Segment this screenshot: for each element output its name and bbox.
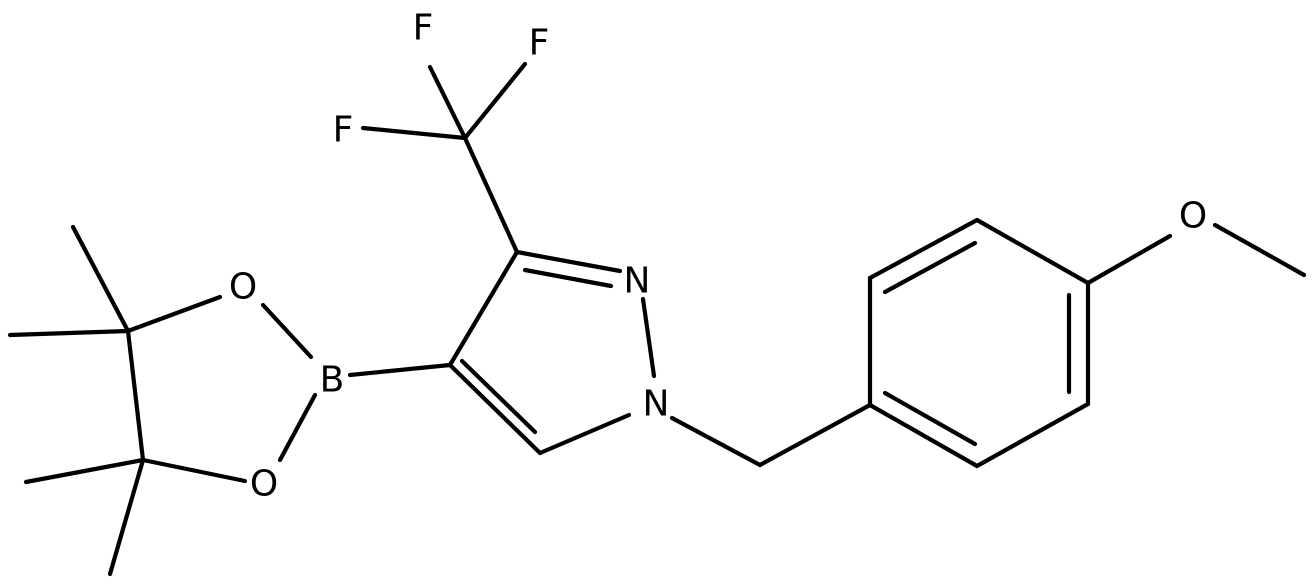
bond-benzene-2-inner <box>882 240 978 295</box>
bond-c3-n2 <box>514 249 623 274</box>
bond-benzene-3 <box>974 217 1091 286</box>
bond-o-methyl <box>1212 222 1307 278</box>
bond-cf3-c3 <box>462 135 520 255</box>
atom-n2: N <box>624 261 651 302</box>
bond-methyl-lower-1 <box>23 457 146 485</box>
bond-c5-c4 <box>447 362 543 456</box>
bond-n1-c5 <box>537 412 632 456</box>
bond-aryl-o-methoxy <box>1085 233 1173 286</box>
bond-methyl-upper-1 <box>70 224 131 334</box>
atom-o-lower: O <box>250 464 278 505</box>
bond-benzene-5 <box>974 401 1091 469</box>
bond-b-o-lower <box>277 392 318 463</box>
bond-benzene-6 <box>867 402 980 469</box>
bond-n2-n1 <box>640 296 657 379</box>
bond-c3-n2-inner <box>522 267 614 289</box>
bond-n1-ch2 <box>669 415 763 468</box>
bond-c-f-top-left <box>427 64 468 141</box>
atom-f-top-right: F <box>529 23 550 64</box>
bond-ch2-aryl <box>757 402 873 468</box>
bond-c4-c3 <box>447 249 520 368</box>
bond-methyl-lower-2 <box>107 457 146 577</box>
bond-lines <box>7 61 1307 577</box>
atom-n1: N <box>643 384 670 425</box>
atom-o-upper: O <box>229 267 257 308</box>
bond-c-f-top-right <box>462 61 528 141</box>
bond-o-lower-cq <box>140 457 248 484</box>
atom-f-top-left: F <box>413 8 434 49</box>
bond-methyl-upper-2 <box>7 328 131 338</box>
atom-o-methoxy: O <box>1179 196 1207 237</box>
bond-benzene-2 <box>867 217 980 281</box>
atom-labels: F F F N N B O O O <box>229 8 1207 505</box>
atom-b: B <box>320 360 345 401</box>
bond-c-f-left <box>360 125 468 141</box>
bond-cq-cq <box>125 328 146 463</box>
atom-f-left: F <box>333 110 354 151</box>
bond-c4-b <box>347 362 453 378</box>
bond-c5-c4-inner <box>459 358 538 435</box>
bond-benzene-6-inner <box>882 390 978 447</box>
bond-o-upper-cq <box>125 294 223 334</box>
bond-b-o-upper <box>260 302 314 360</box>
